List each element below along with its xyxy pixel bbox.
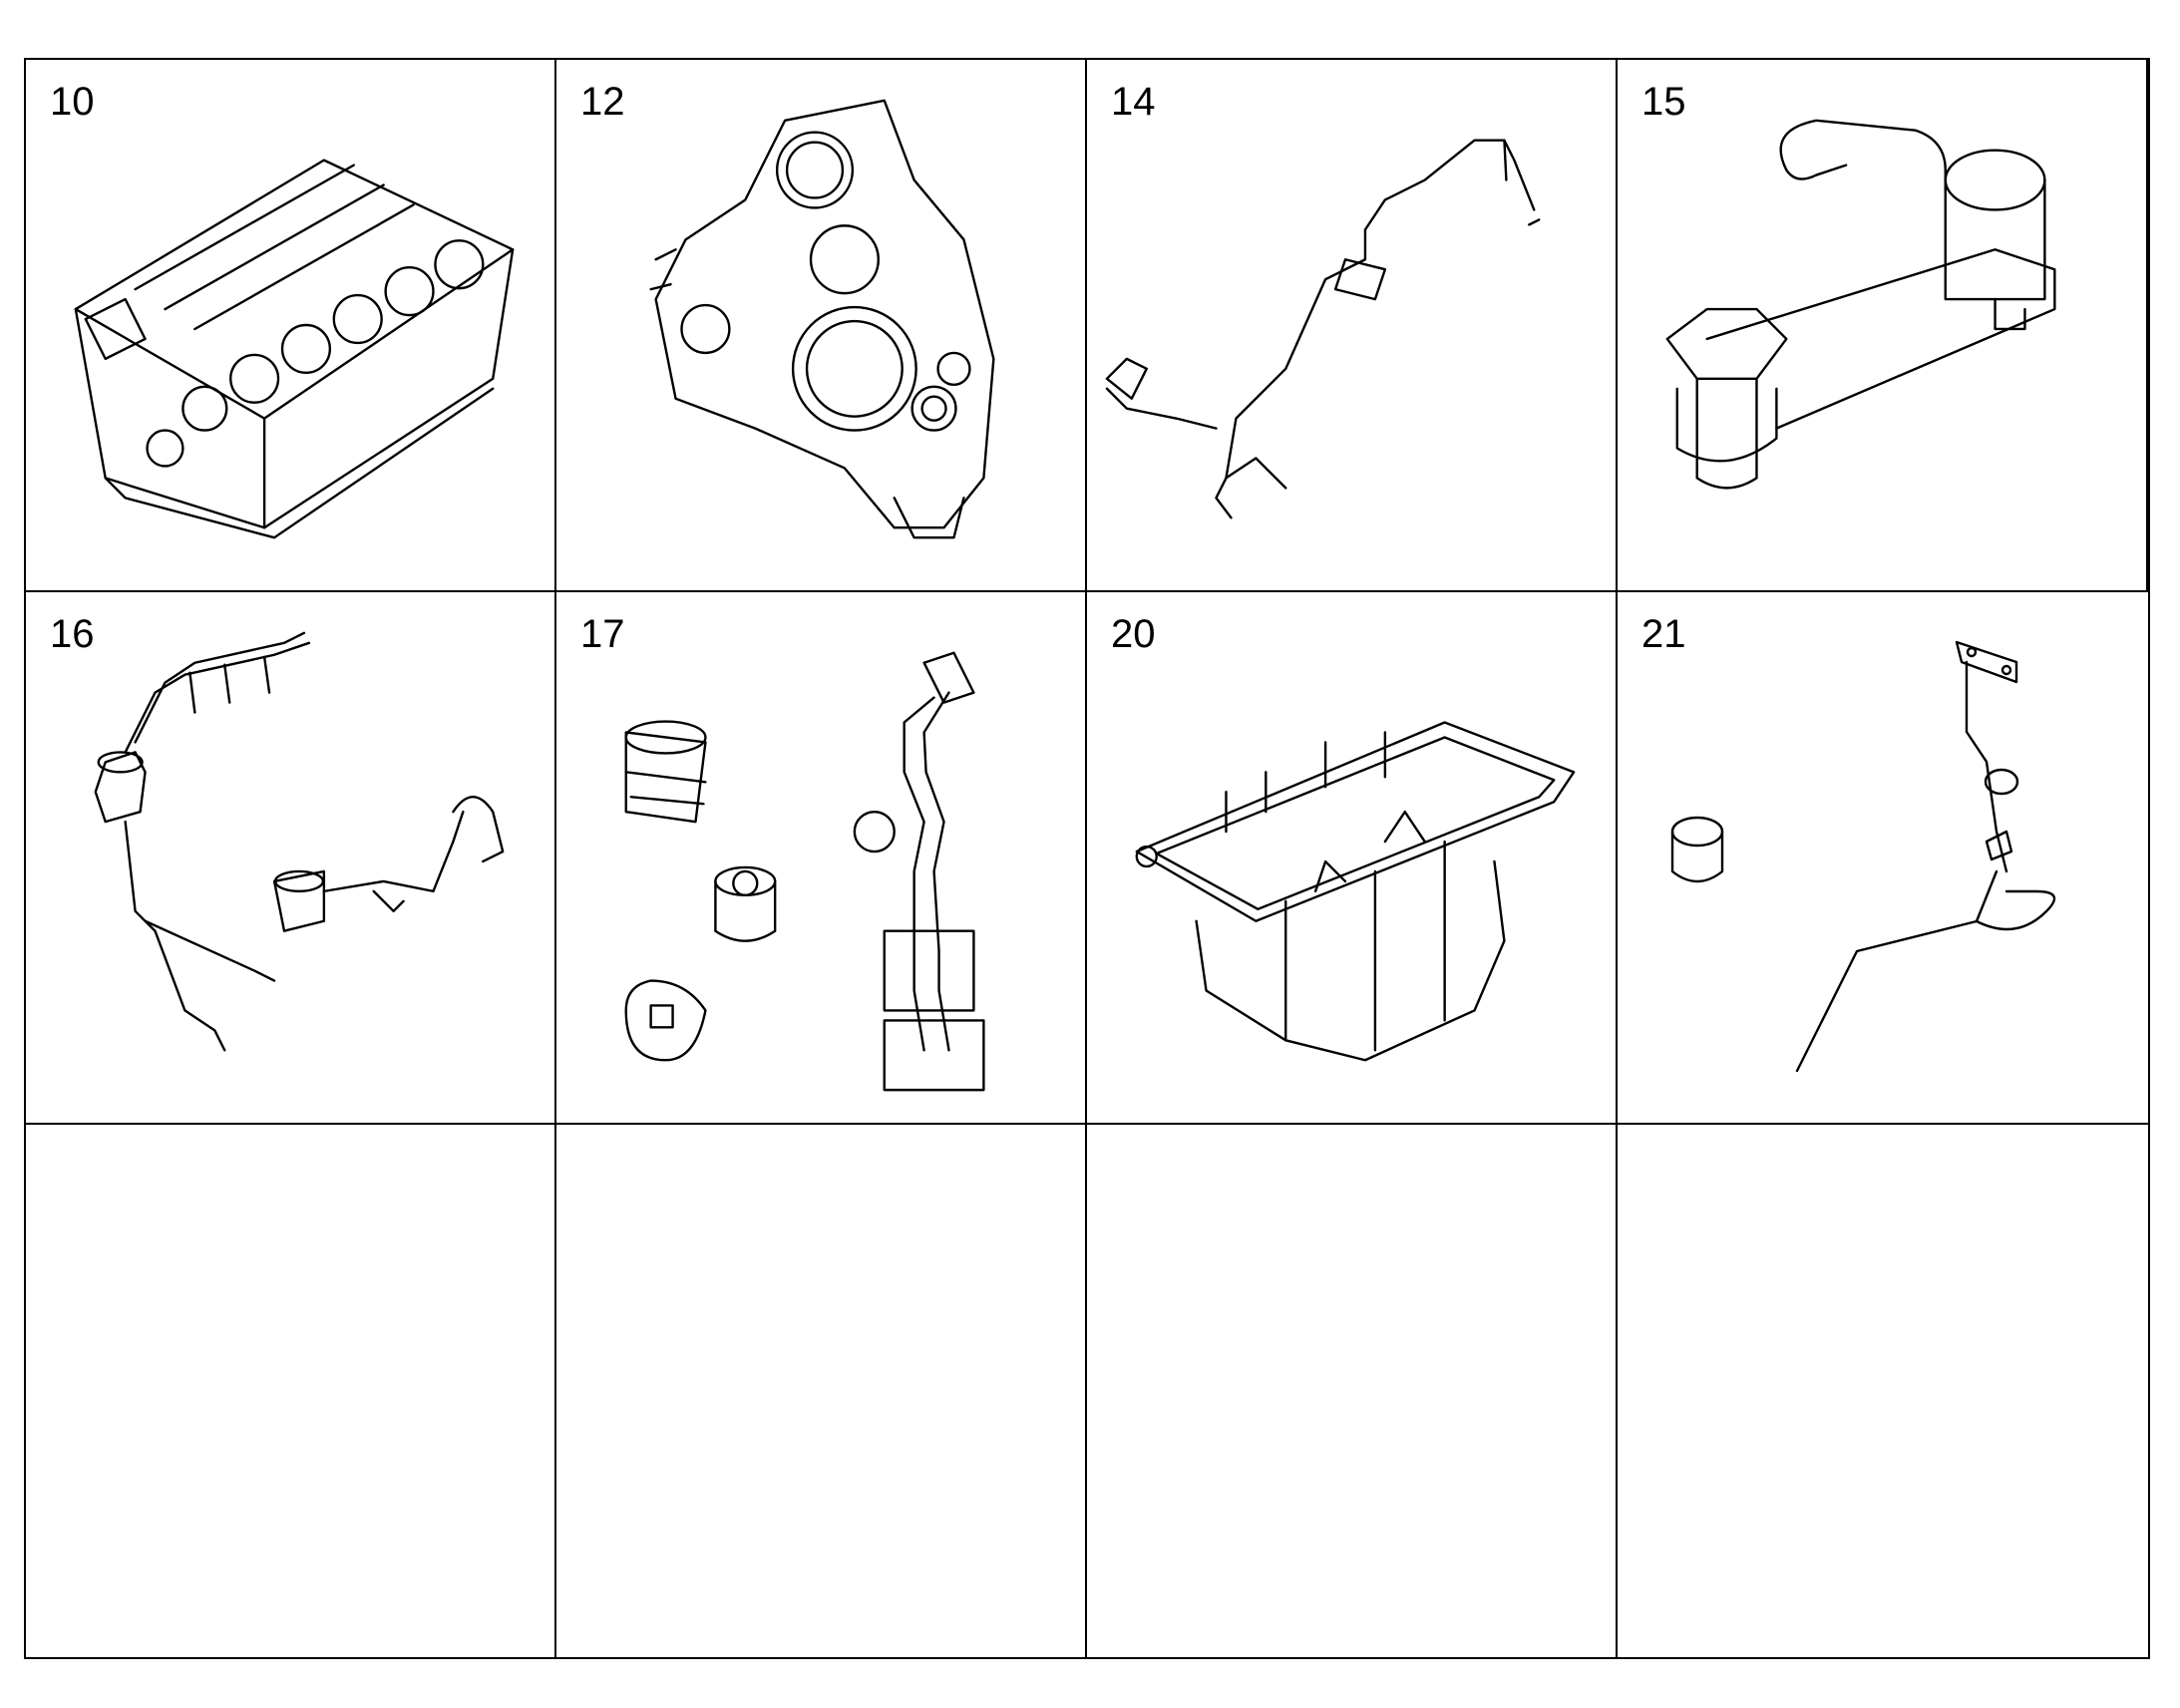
part-cell-16[interactable]: 16 [26, 592, 556, 1125]
empty-cell [1087, 1125, 1618, 1657]
part-cell-21[interactable]: 21 [1618, 592, 2148, 1125]
fuel-filter-lines-icon [94, 631, 505, 1052]
dipstick-tube-icon [1670, 640, 2056, 1073]
part-number: 10 [50, 80, 95, 124]
part-number: 14 [1111, 80, 1156, 124]
oil-line-harness-icon [1105, 139, 1541, 519]
empty-cell [26, 1125, 556, 1657]
timing-cover-icon [649, 99, 995, 539]
part-cell-12[interactable]: 12 [556, 60, 1087, 592]
part-cell-14[interactable]: 14 [1087, 60, 1618, 592]
part-number: 20 [1111, 612, 1156, 656]
part-number: 17 [580, 612, 625, 656]
part-cell-20[interactable]: 20 [1087, 592, 1618, 1125]
part-number: 15 [1641, 80, 1686, 124]
part-cell-15[interactable]: 15 [1618, 60, 2148, 592]
empty-cell [556, 1125, 1087, 1657]
oil-pan-icon [1135, 721, 1576, 1062]
part-cell-17[interactable]: 17 [556, 592, 1087, 1125]
plugs-and-oil-pipe-icon [624, 651, 985, 1092]
part-number: 21 [1641, 612, 1686, 656]
engine-block-icon [74, 159, 515, 539]
part-number: 12 [580, 80, 625, 124]
empty-cell [1618, 1125, 2148, 1657]
part-cell-10[interactable]: 10 [26, 60, 556, 592]
oil-filter-housing-icon [1665, 119, 2056, 490]
parts-grid: 10 12 14 [24, 58, 2150, 1659]
part-number: 16 [50, 612, 95, 656]
